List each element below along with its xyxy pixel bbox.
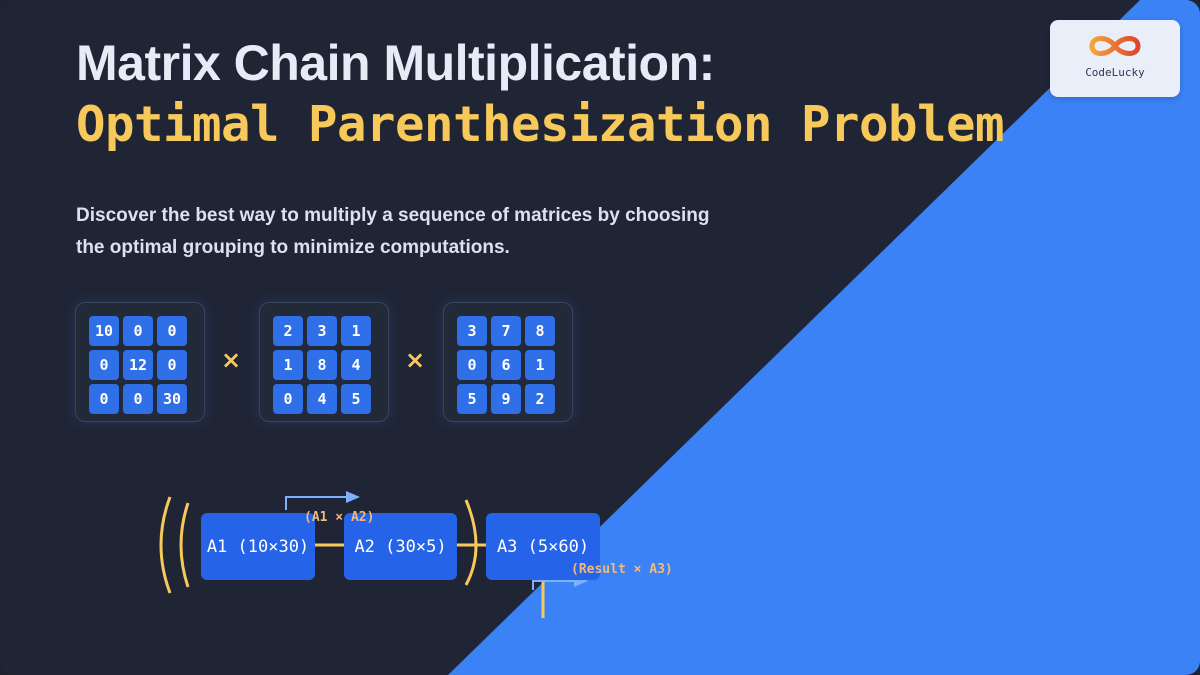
- matrix-cell: 0: [157, 350, 187, 380]
- matrix-cell: 8: [307, 350, 337, 380]
- matrix-cell: 12: [123, 350, 153, 380]
- logo-text: CodeLucky: [1085, 66, 1145, 79]
- matrix-cell: 0: [89, 384, 119, 414]
- matrix-a1-box: A1 (10×30): [201, 513, 315, 580]
- matrix-cell: 1: [525, 350, 555, 380]
- multiply-operator-2: ×: [405, 346, 426, 374]
- matrix-cell: 0: [273, 384, 303, 414]
- matrix-cell: 2: [525, 384, 555, 414]
- matrix-cell: 8: [525, 316, 555, 346]
- matrix-cell: 1: [341, 316, 371, 346]
- matrix-2: 2 3 1 1 8 4 0 4 5: [259, 302, 389, 422]
- matrix-cell: 5: [341, 384, 371, 414]
- matrix-cell: 4: [341, 350, 371, 380]
- matrix-cell: 6: [491, 350, 521, 380]
- matrix-a3-box: A3 (5×60): [486, 513, 600, 580]
- title-line-2: Optimal Parenthesization Problem: [76, 96, 1005, 153]
- codelucky-logo[interactable]: CodeLucky: [1050, 20, 1180, 97]
- matrix-3: 3 7 8 0 6 1 5 9 2: [443, 302, 573, 422]
- matrix-cell: 5: [457, 384, 487, 414]
- matrix-cell: 1: [273, 350, 303, 380]
- title-line-1: Matrix Chain Multiplication:: [76, 35, 715, 91]
- matrix-a2-box: A2 (30×5): [344, 513, 457, 580]
- matrix-cell: 0: [123, 316, 153, 346]
- matrix-cell: 3: [307, 316, 337, 346]
- note-second-product: (Result × A3): [571, 562, 673, 577]
- matrix-cell: 0: [457, 350, 487, 380]
- subtitle: Discover the best way to multiply a sequ…: [76, 205, 710, 258]
- matrix-cell: 3: [457, 316, 487, 346]
- matrix-cell: 9: [491, 384, 521, 414]
- matrix-cell: 30: [157, 384, 187, 414]
- matrix-cell: 0: [123, 384, 153, 414]
- infinity-logo-icon: [1089, 36, 1141, 56]
- multiply-operator-1: ×: [221, 346, 242, 374]
- matrix-cell: 2: [273, 316, 303, 346]
- matrix-cell: 4: [307, 384, 337, 414]
- matrix-cell: 7: [491, 316, 521, 346]
- matrix-cell: 0: [89, 350, 119, 380]
- note-first-product: (A1 × A2): [304, 510, 375, 525]
- matrix-cell: 0: [157, 316, 187, 346]
- matrix-cell: 10: [89, 316, 119, 346]
- matrix-1: 10 0 0 0 12 0 0 0 30: [75, 302, 205, 422]
